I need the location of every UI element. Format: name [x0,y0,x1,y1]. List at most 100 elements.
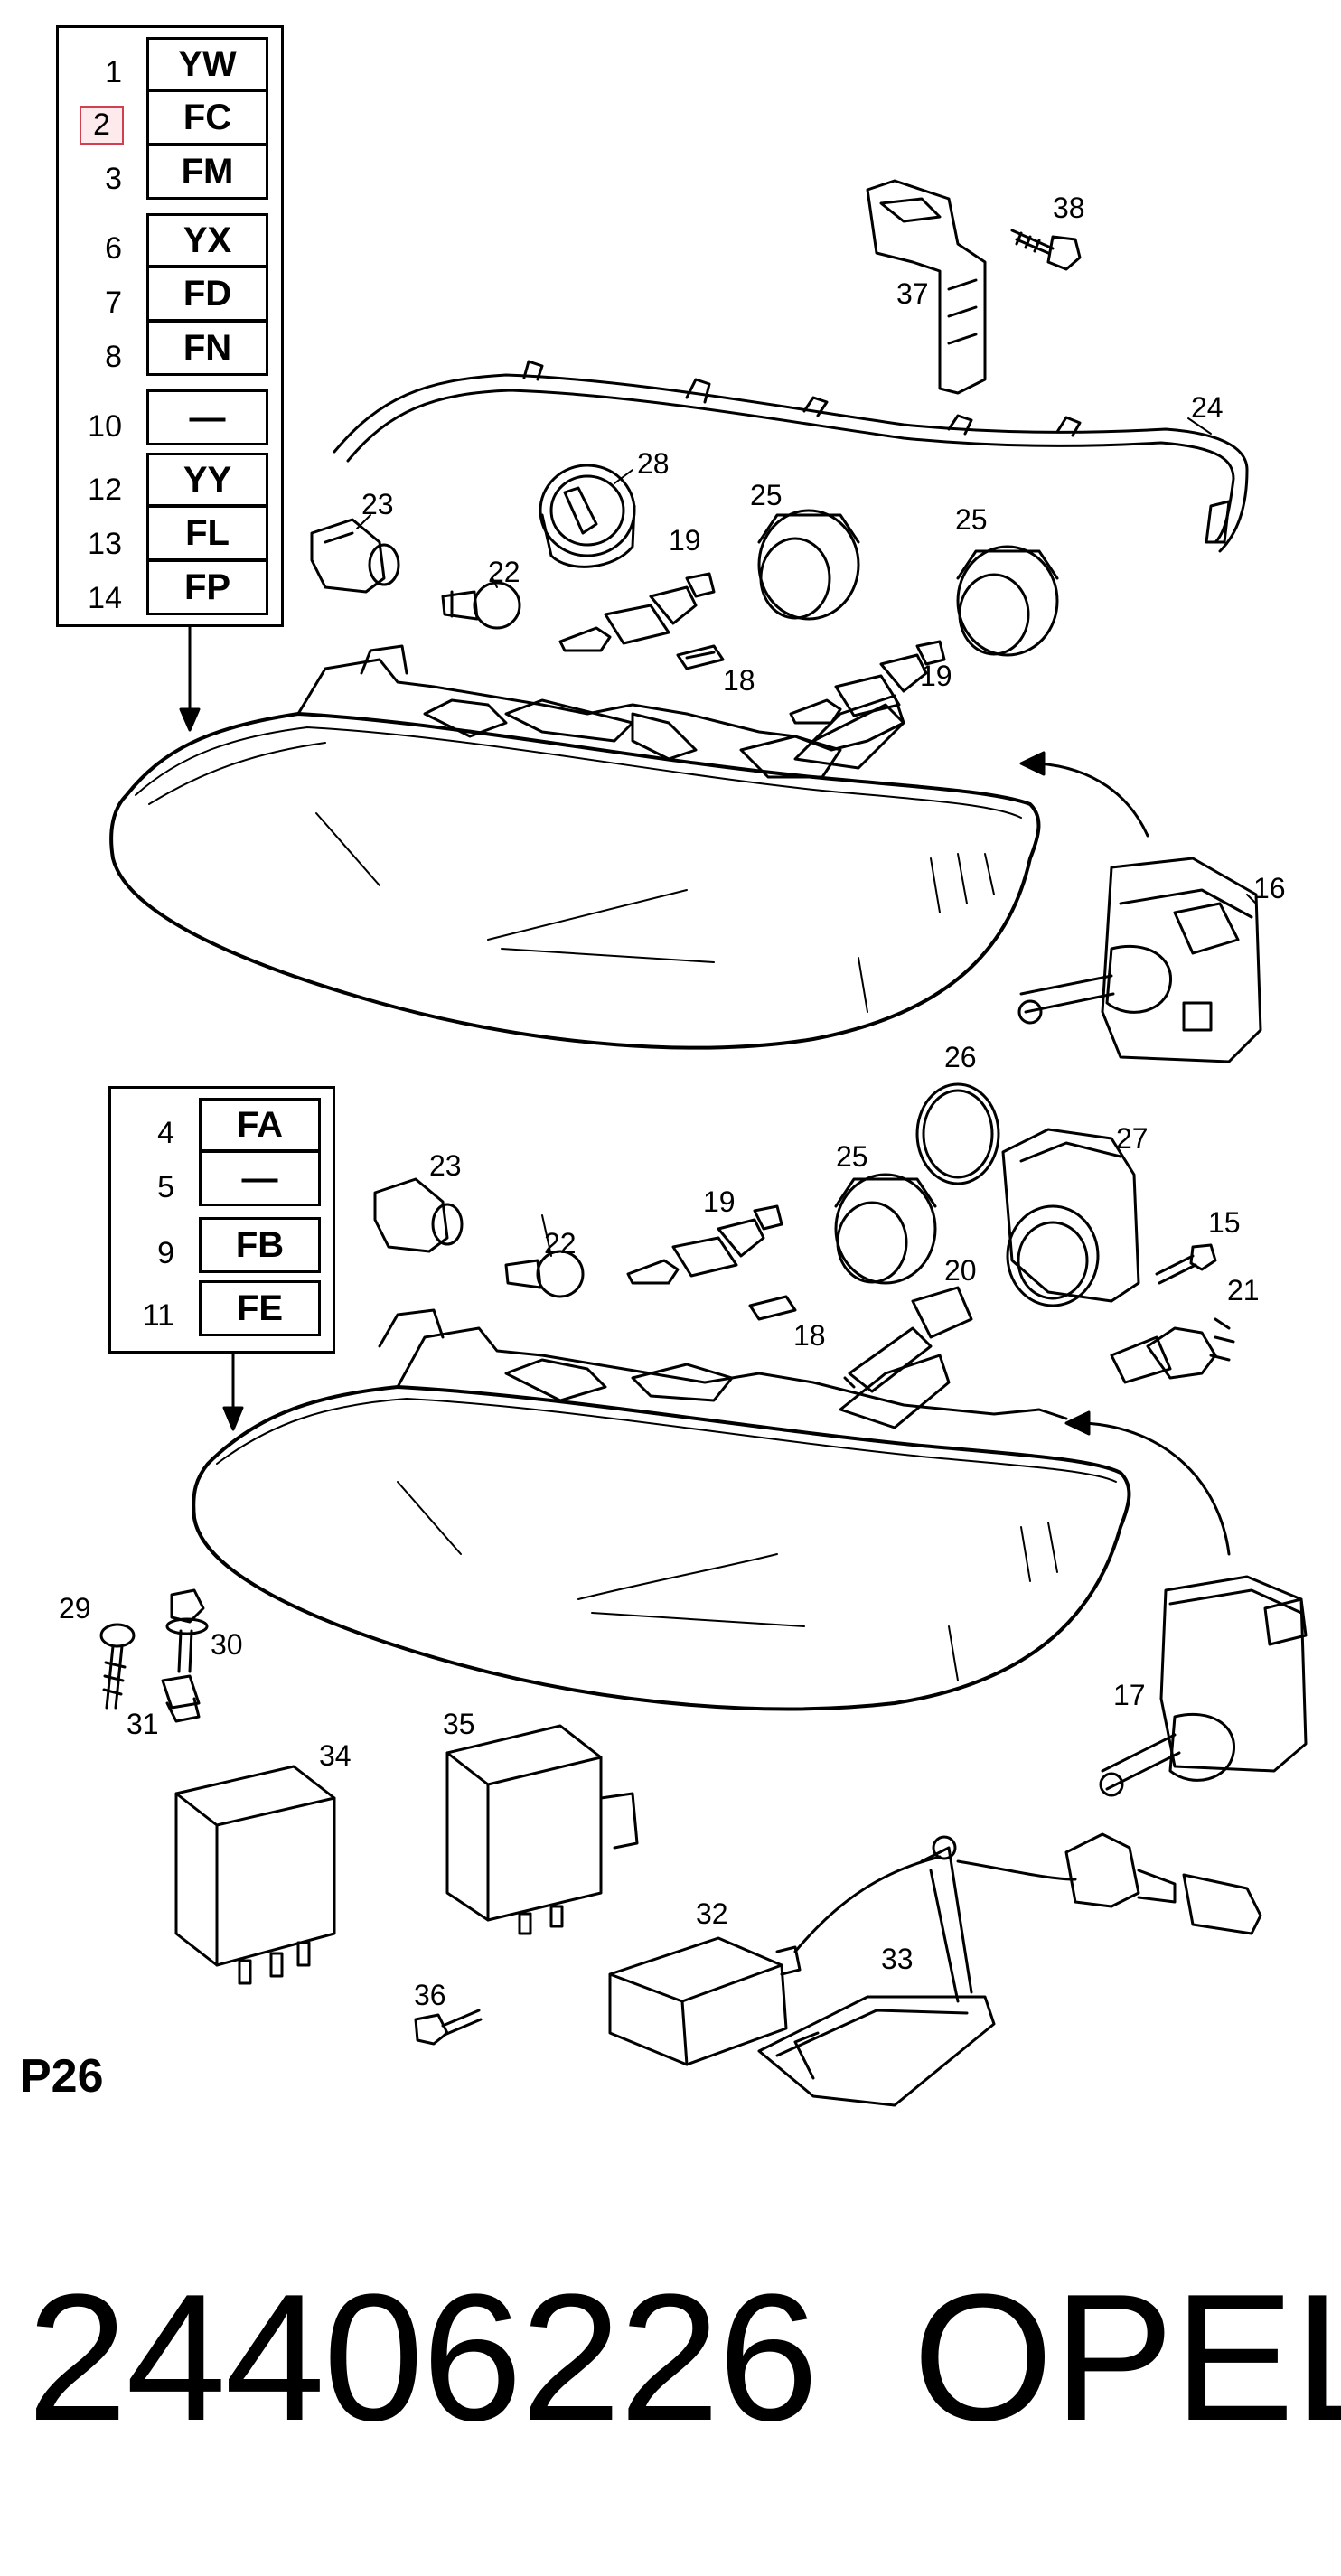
callout-28: 28 [637,447,670,480]
part-23-upper-socket [310,518,400,594]
callout-19-upper-a: 19 [669,524,701,557]
callout-22-upper: 22 [488,556,520,588]
part-18-upper-clip [676,644,725,670]
part-24-bezel-strip [333,360,1249,553]
callout-25-upper-a: 25 [750,479,783,511]
part-20-bulb [843,1286,973,1393]
code-num-4: 4 [157,1116,174,1150]
part-22-lower-bulb [504,1250,585,1298]
part-27-shroud [1001,1128,1140,1307]
callout-25-upper-b: 25 [955,503,988,536]
callout-33: 33 [881,1943,914,1975]
part-30-screw [165,1588,209,1673]
lower-code-group-2: FB [199,1217,321,1273]
code-num-14: 14 [88,581,122,615]
code-num-10: 10 [88,409,122,444]
part-21-bulb [1110,1317,1235,1384]
cable-connector [956,1832,1262,1935]
brand-name: OPEL [913,2257,1341,2459]
part-15-screw [1155,1243,1217,1285]
upper-box-arrow [179,622,201,732]
upper-code-box: YW FC FM 1 2 3 YX FD FN 6 7 8 — 10 YY FL… [56,25,284,627]
part-29-screw [99,1623,136,1710]
code-num-13: 13 [88,527,122,561]
code-group-2: YX FD FN [146,213,268,376]
part-36-screw [414,2009,483,2046]
part-17-bulb-holder [1099,1575,1308,1797]
part-35-relay [445,1724,639,1935]
code-group-4: YY FL FP [146,453,268,615]
callout-19-upper-b: 19 [920,660,952,692]
part-number: 24406226 [27,2257,819,2459]
code-cell-fe: FE [199,1280,321,1336]
code-num-12: 12 [88,473,122,507]
callout-32: 32 [696,1897,728,1930]
code-cell-dash-5: — [199,1150,321,1206]
callout-31: 31 [127,1708,159,1740]
callout-24: 24 [1191,391,1224,424]
code-cell-yy: YY [146,453,268,507]
callout-18-lower: 18 [793,1319,826,1352]
callout-19-lower: 19 [703,1185,736,1218]
code-num-3: 3 [105,162,122,196]
part-38-screw [1010,229,1082,271]
callout-15: 15 [1208,1206,1241,1239]
code-num-6: 6 [105,231,122,266]
part-34-relay [174,1765,336,1985]
lower-code-group-3: FE [199,1280,321,1336]
code-num-9: 9 [157,1236,174,1270]
lower-box-arrow [222,1349,244,1431]
page-code: P26 [20,2050,104,2103]
part-19-upper-bulb-b [789,640,946,725]
lower-headlamp-housing [192,1308,1131,1711]
callout-23-upper: 23 [361,488,394,520]
callout-38: 38 [1053,192,1085,224]
code-num-5: 5 [157,1170,174,1204]
part-31-clip-nut [161,1674,201,1723]
code-num-7: 7 [105,286,122,320]
leader-lines [356,236,1257,1257]
part-25-upper-ring-b [956,545,1059,657]
callout-30: 30 [211,1628,243,1661]
callout-26: 26 [944,1041,977,1073]
code-num-1: 1 [105,55,122,89]
code-cell-fa: FA [199,1098,321,1152]
lower-code-group-1: FA — [199,1098,321,1206]
lower-code-box: FA — 4 5 FB 9 FE 11 [108,1086,335,1354]
code-cell-fc: FC [146,89,268,145]
callout-16: 16 [1253,872,1286,904]
part-19-lower-bulb [626,1204,783,1285]
code-num-11: 11 [142,1298,174,1333]
callout-23-lower: 23 [429,1149,462,1182]
part-18-lower-clip [748,1295,797,1321]
part-19-upper-bulb-a [558,572,716,652]
callout-36: 36 [414,1979,446,2011]
callout-35: 35 [443,1708,475,1740]
part-25-upper-ring-a [757,509,860,621]
part-25-lower-ring [834,1173,937,1285]
code-cell-dash-10: — [146,389,268,445]
code-group-1: YW FC FM [146,37,268,200]
upper-curved-arrow [1019,751,1149,838]
code-cell-fl: FL [146,505,268,561]
code-num-2: 2 [80,106,124,145]
code-cell-fb: FB [199,1217,321,1273]
part-33-bracket [757,1835,996,2107]
callout-37: 37 [896,277,929,310]
code-cell-fp: FP [146,559,268,615]
callout-27: 27 [1116,1122,1149,1155]
callout-22-lower: 22 [544,1227,577,1260]
code-num-8: 8 [105,340,122,374]
callout-21: 21 [1227,1274,1260,1307]
part-22-upper-bulb [441,581,521,630]
code-cell-yw: YW [146,37,268,91]
part-23-lower-socket [373,1177,464,1253]
part-16-bulb-holder [1017,857,1262,1063]
code-cell-yx: YX [146,213,268,267]
code-cell-fn: FN [146,320,268,376]
callout-17: 17 [1113,1679,1146,1711]
part-32-control-unit [608,1855,942,2066]
part-28-socket [539,464,636,568]
callout-25-lower: 25 [836,1140,868,1173]
part-26-gasket [915,1082,1000,1185]
